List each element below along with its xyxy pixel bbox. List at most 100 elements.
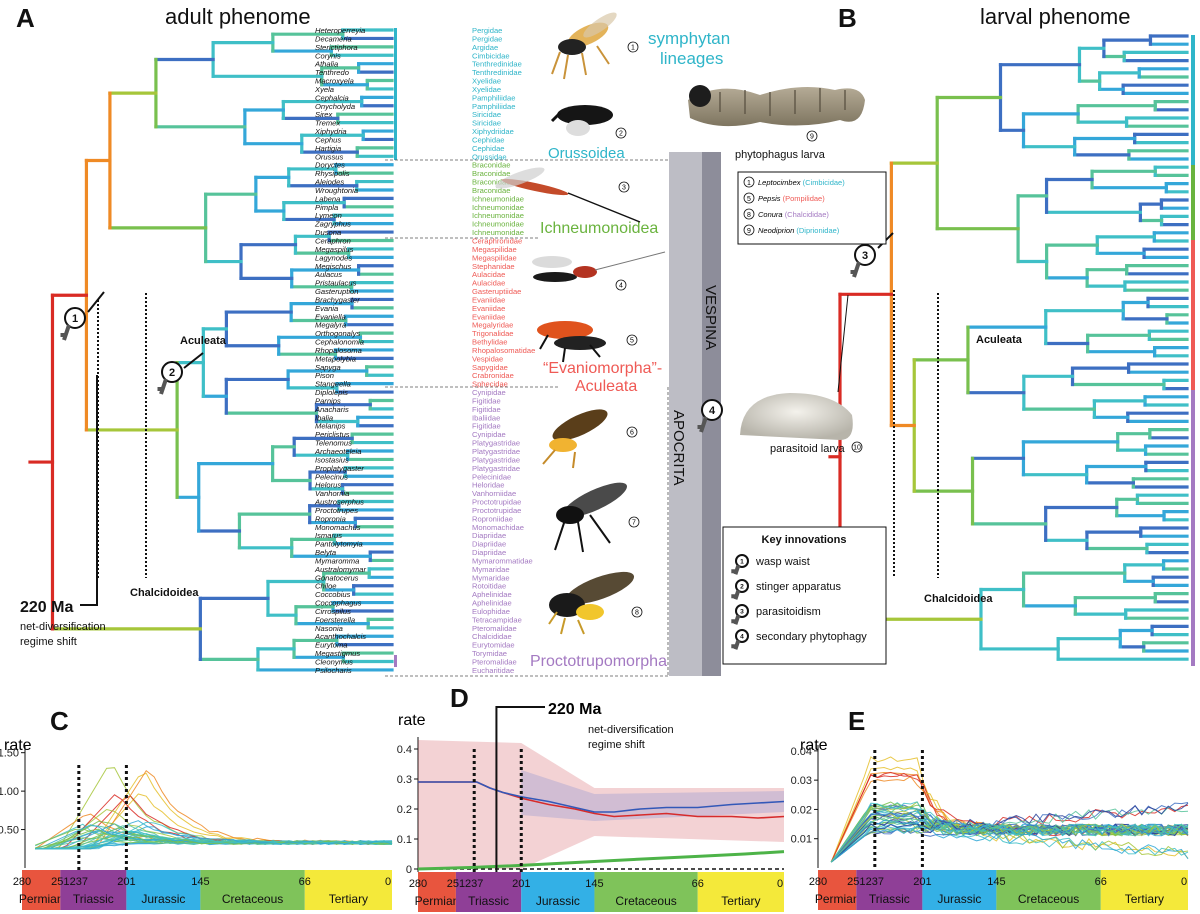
taxon-family: Argidae: [472, 43, 498, 52]
age-tick: 145: [987, 876, 1005, 888]
larval-phylogeny-tree: [828, 34, 1189, 661]
photo-number-circle: [626, 426, 638, 438]
taxon-family: Cimbicidae: [472, 51, 510, 60]
series-line: [418, 781, 785, 813]
taxon-row: Labena Ichneumonidae: [315, 194, 524, 203]
taxon-genus: Athalia: [314, 60, 338, 69]
taxon-row: Proctotrupes Proctotrupidae: [315, 506, 521, 515]
taxon-genus: Proctotrupes: [315, 506, 358, 515]
photo-number-circle: [631, 606, 643, 618]
age-tick: 145: [585, 878, 603, 890]
age-tick: 201: [913, 876, 931, 888]
photo-number: 6: [630, 430, 634, 437]
rate-line: [830, 818, 1189, 863]
period-name: Tertiary: [721, 894, 760, 908]
period-band: [418, 872, 456, 912]
age-tick: 145: [191, 876, 209, 888]
taxon-genus: Sapyga: [315, 363, 341, 372]
taxon-genus: Brachygaster: [315, 295, 360, 304]
taxon-genus: Lymeon: [315, 211, 342, 220]
taxon-genus: Orthogonalys: [315, 329, 360, 338]
taxon-family: Ichneumonidae: [472, 211, 524, 220]
taxon-family: Proctotrupidae: [472, 506, 521, 515]
legend-number-circle: [743, 192, 755, 204]
key-icon-4: 4: [697, 399, 723, 433]
legend-number: 1: [747, 180, 751, 187]
taxon-family: Platygastridae: [472, 447, 520, 456]
taxon-family: Siricidae: [472, 119, 501, 128]
group-color-bars: [394, 28, 1195, 667]
taxon-family: Figitidae: [472, 422, 501, 431]
taxon-family: Ichneumonidae: [472, 194, 524, 203]
period-name: Permian: [815, 892, 860, 906]
rate-line: [35, 767, 393, 850]
taxon-genus: Austroserphus: [314, 498, 364, 507]
rate-line: [830, 801, 1189, 863]
wasp-photo-2: [550, 105, 613, 136]
taxon-genus: Zagryphus: [314, 220, 351, 229]
period-name: Cretaceous: [615, 894, 676, 908]
key-innovation-label: wasp waist: [755, 556, 810, 568]
chalcidoidea-label-a: Chalcidoidea: [130, 587, 199, 599]
legend-number-circle: [743, 208, 755, 220]
y-tick-label: 0.4: [397, 744, 412, 756]
taxon-genus: Labena: [315, 194, 340, 203]
y-tick-label: 0.1: [397, 834, 412, 846]
taxon-genus: Evania: [315, 304, 338, 313]
taxon-genus: Pantolytomyia: [315, 540, 363, 549]
taxon-family: Pteromalidae: [472, 624, 517, 633]
taxon-genus: Pelecinus: [315, 472, 348, 481]
taxon-family: Ichneumonidae: [472, 228, 524, 237]
series-line: [417, 850, 785, 871]
photo-number-circle: [618, 181, 630, 193]
apocrita-label: APOCRITA: [670, 410, 687, 486]
taxon-family: Diapriidae: [472, 540, 506, 549]
key-innovation-label: parasitoidism: [756, 606, 821, 618]
taxon-family: Sapygidae: [472, 363, 508, 372]
svg-text:1: 1: [740, 558, 744, 565]
taxon-genus: Chiloe: [315, 582, 337, 591]
taxon-family: Eurytomidae: [472, 641, 515, 650]
taxon-genus: Vanhornia: [315, 489, 349, 498]
taxon-family: Mymarommatidae: [472, 556, 533, 565]
caterpillar-photo: phytophagus larva: [688, 85, 865, 161]
taxon-genus: Stangeella: [315, 380, 351, 389]
key-icon-3: 3: [850, 244, 876, 278]
period-band: [455, 872, 522, 912]
photo-number-circle: [615, 127, 627, 139]
y-tick-label: 0.03: [791, 775, 812, 787]
phytophagus-larva-label: phytophagus larva: [735, 149, 826, 161]
key-icon-2: 2: [157, 361, 183, 395]
taxon-family: Crabronidae: [472, 371, 514, 380]
taxon-genus: Doryctes: [315, 161, 345, 170]
period-name: Cretaceous: [222, 892, 283, 906]
taxon-genus: Decameria: [315, 34, 352, 43]
period-name: Permian: [415, 894, 460, 908]
legend-number: 9: [747, 228, 751, 235]
shift-age-d: 220 Ma: [548, 701, 601, 718]
red-confidence-band: [418, 740, 784, 869]
key-innovation-icon: 4: [731, 629, 749, 650]
period-name: Triassic: [869, 892, 910, 906]
age-tick: 251: [447, 878, 465, 890]
photo-number: 4: [619, 283, 623, 290]
taxon-genus: Megastigmus: [315, 649, 360, 658]
taxon-family: Platygastridae: [472, 439, 520, 448]
